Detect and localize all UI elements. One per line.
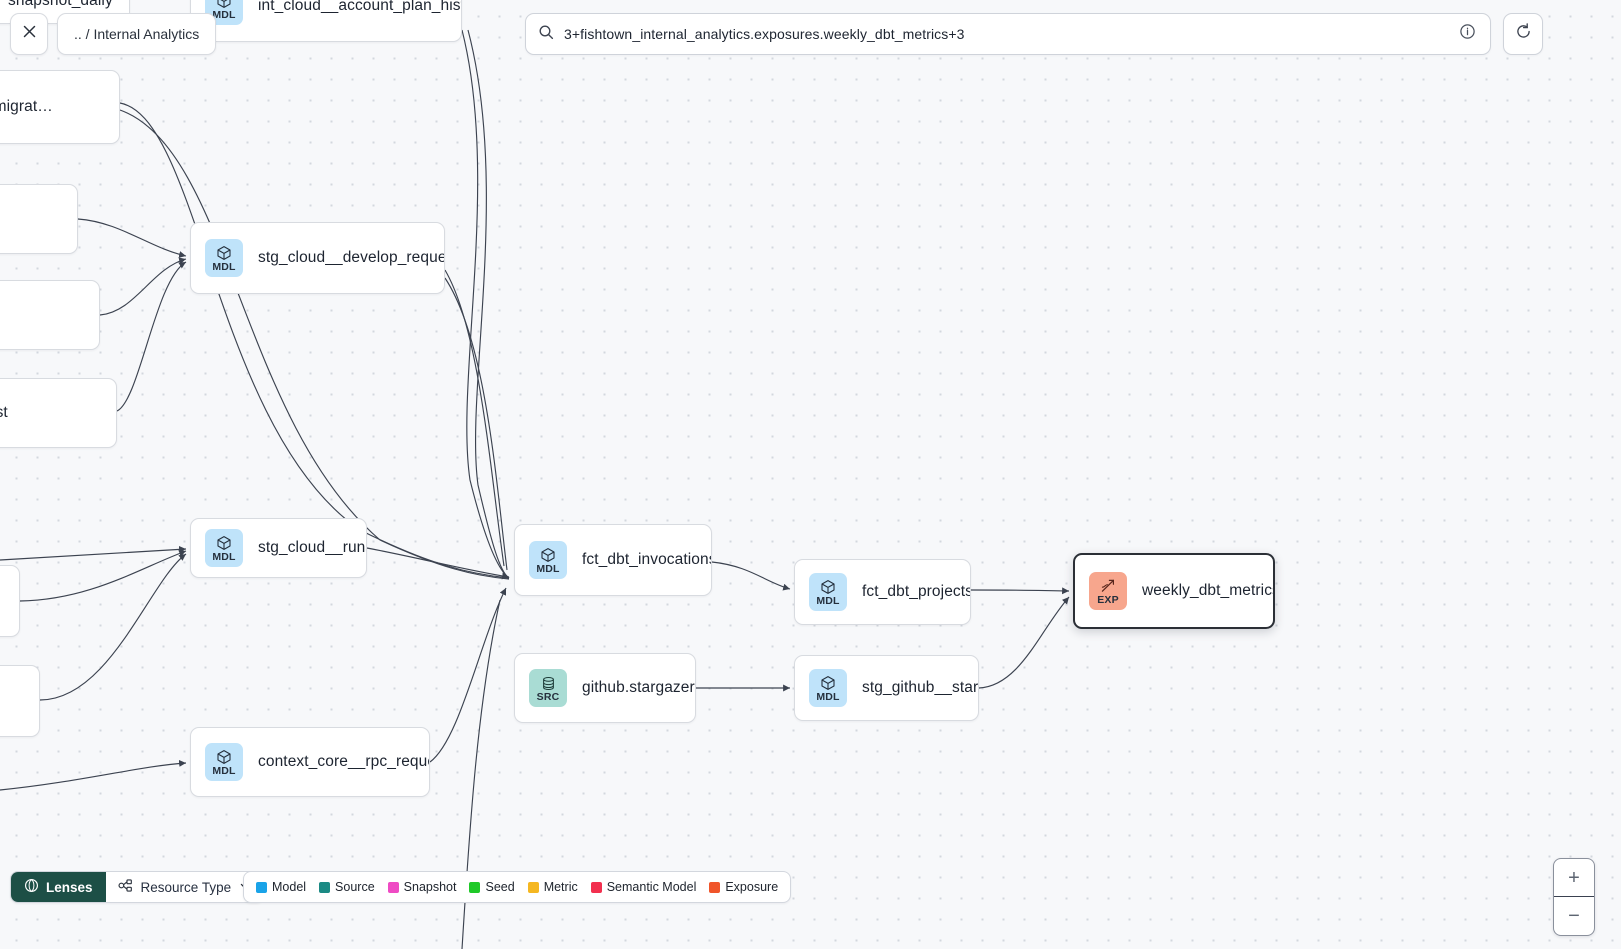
legend-swatch xyxy=(387,881,399,893)
close-panel-button[interactable] xyxy=(10,13,48,55)
node-type-label: EXP xyxy=(1097,594,1119,606)
node-label: stg_cloud__develop_requests xyxy=(258,249,444,266)
node-label: snapshot_daily xyxy=(8,0,113,9)
legend-swatch xyxy=(709,881,721,893)
graph-node-develop_request_b[interactable]: MDLvelop_request xyxy=(0,280,100,350)
cube-icon: MDL xyxy=(529,541,567,579)
legend-swatch xyxy=(527,881,539,893)
legend-label: Model xyxy=(272,880,307,894)
legend-label: Seed xyxy=(485,880,515,894)
node-label: stg_github__stars xyxy=(862,679,979,696)
close-icon xyxy=(21,23,38,45)
legend-item-exposure[interactable]: Exposure xyxy=(709,880,778,894)
node-label: context_core__rpc_request xyxy=(258,753,430,770)
node-label: int_cloud__account_plan_history xyxy=(258,0,461,14)
legend-item-snapshot[interactable]: Snapshot xyxy=(387,880,457,894)
graph-node-develop_request_c[interactable]: MDL_develop_request xyxy=(0,378,117,448)
legend-item-semantic-model[interactable]: Semantic Model xyxy=(590,880,697,894)
graph-node-stg_github__stars[interactable]: MDL stg_github__stars xyxy=(794,655,979,721)
zoom-controls[interactable]: + − xyxy=(1553,858,1595,936)
graph-node-context_core__rpc_request[interactable]: MDL context_core__rpc_request xyxy=(190,727,430,797)
resource-type-dropdown[interactable]: Resource Type xyxy=(105,872,264,902)
zoom-in-button[interactable]: + xyxy=(1554,859,1594,897)
cube-icon: MDL xyxy=(205,529,243,567)
node-type-label: MDL xyxy=(816,691,840,703)
breadcrumb[interactable]: .. / Internal Analytics xyxy=(57,13,217,55)
node-label: stg_cloud__runs xyxy=(258,539,367,556)
legend-swatch xyxy=(469,881,481,893)
database-icon: SRC xyxy=(529,669,567,707)
activity-icon: EXP xyxy=(1089,572,1127,610)
legend-swatch xyxy=(590,881,602,893)
search-icon xyxy=(538,24,554,45)
graph-node-left_run_a[interactable]: MDLn xyxy=(0,565,20,637)
nodes-icon xyxy=(117,878,133,896)
lineage-search-bar[interactable]: 3+fishtown_internal_analytics.exposures.… xyxy=(525,13,1491,55)
resource-type-label: Resource Type xyxy=(140,879,232,895)
cube-icon: MDL xyxy=(205,743,243,781)
node-type-label: MDL xyxy=(212,765,236,777)
legend-item-source[interactable]: Source xyxy=(319,880,375,894)
resource-type-legend: Model Source Snapshot Seed Metric Semantic Mo… xyxy=(243,871,792,903)
node-label: multicell_migrat… xyxy=(0,98,53,115)
graph-node-multicell_migration[interactable]: MDLmulticell_migrat… xyxy=(0,70,120,144)
search-input[interactable]: 3+fishtown_internal_analytics.exposures.… xyxy=(564,26,965,42)
legend-label: Snapshot xyxy=(403,880,457,894)
legend-item-model[interactable]: Model xyxy=(256,880,306,894)
node-type-label: MDL xyxy=(212,9,236,21)
graph-node-fct_dbt_projects[interactable]: MDL fct_dbt_projects xyxy=(794,559,971,625)
node-label: weekly_dbt_metrics xyxy=(1142,582,1275,599)
cube-icon: MDL xyxy=(809,573,847,611)
refresh-icon xyxy=(1514,22,1533,46)
cube-icon: MDL xyxy=(205,239,243,277)
graph-node-stg_cloud__develop_requests[interactable]: MDL stg_cloud__develop_requests xyxy=(190,222,445,294)
node-label: github.stargazers xyxy=(582,679,696,696)
graph-node-github.stargazers[interactable]: SRC github.stargazers xyxy=(514,653,696,723)
graph-node-fct_dbt_invocations[interactable]: MDL fct_dbt_invocations xyxy=(514,524,712,596)
legend-label: Source xyxy=(335,880,375,894)
breadcrumb-label: .. / Internal Analytics xyxy=(74,26,200,42)
lenses-label: Lenses xyxy=(46,879,93,895)
node-label: fct_dbt_projects xyxy=(862,583,971,600)
legend-item-metric[interactable]: Metric xyxy=(527,880,578,894)
lenses-control-group[interactable]: Lenses Resource Type xyxy=(10,871,265,903)
node-type-label: MDL xyxy=(816,595,840,607)
legend-item-seed[interactable]: Seed xyxy=(469,880,515,894)
node-type-label: MDL xyxy=(536,563,560,575)
graph-node-int_cloud__account_plan_history[interactable]: MDL int_cloud__account_plan_history xyxy=(190,0,462,42)
node-type-label: SRC xyxy=(536,690,560,703)
legend-swatch xyxy=(319,881,331,893)
lenses-icon xyxy=(24,878,39,896)
graph-node-left_run_b[interactable]: MDL_run xyxy=(0,665,40,737)
legend-label: Metric xyxy=(543,880,578,894)
refresh-button[interactable] xyxy=(1503,13,1543,55)
node-type-label: MDL xyxy=(212,261,236,273)
legend-label: Exposure xyxy=(725,880,779,894)
node-label: _develop_request xyxy=(0,404,8,421)
legend-swatch xyxy=(256,881,267,893)
lenses-button[interactable]: Lenses xyxy=(11,872,106,902)
node-type-label: MDL xyxy=(212,551,236,563)
zoom-out-button[interactable]: − xyxy=(1568,905,1580,927)
node-label: fct_dbt_invocations xyxy=(582,551,712,568)
cube-icon: MDL xyxy=(809,669,847,707)
graph-node-stg_cloud__runs[interactable]: MDL stg_cloud__runs xyxy=(190,518,367,578)
graph-node-weekly_dbt_metrics[interactable]: EXP weekly_dbt_metrics xyxy=(1073,553,1275,629)
legend-label: Semantic Model xyxy=(606,880,697,894)
graph-node-develop_request_a[interactable]: MDLp_request xyxy=(0,184,78,254)
info-icon[interactable] xyxy=(1459,23,1476,45)
